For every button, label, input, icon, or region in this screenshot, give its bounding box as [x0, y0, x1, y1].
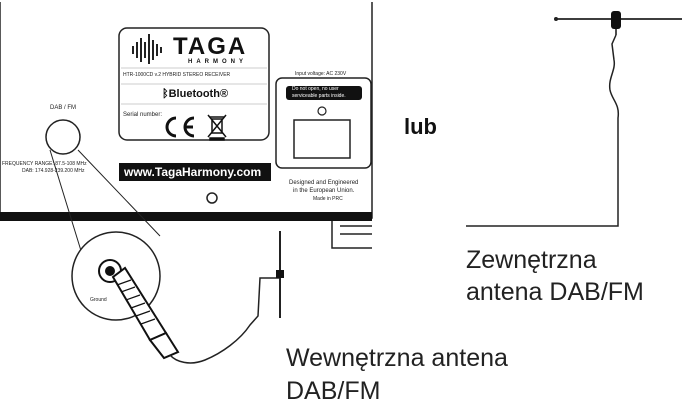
or-label: lub	[404, 114, 437, 139]
sticker-notice-1: Do not open, no user	[292, 86, 339, 92]
internal-label-1: Wewnętrzna antena	[286, 344, 508, 372]
model-line: HTR-1000CD v.2 HYBRID STEREO RECEIVER	[123, 72, 231, 78]
panel-side-step	[331, 221, 372, 249]
weee-bin-icon	[207, 114, 227, 141]
port-label: DAB / FM	[50, 105, 77, 111]
zoom-label: Ground	[90, 297, 107, 303]
sticker-notice-2: serviceable parts inside.	[292, 93, 346, 99]
bluetooth-icon: ᛒ	[162, 88, 169, 100]
sticker-top-text: Input voltage: AC 230V	[295, 71, 347, 77]
external-label-1: Zewnętrzna	[466, 246, 597, 274]
panel-bottom-bar	[0, 212, 372, 221]
warning-notice-box	[286, 86, 362, 100]
f-connector-icon	[98, 259, 180, 360]
serial-label: Serial number:	[123, 112, 163, 118]
brand-name: TAGA	[173, 33, 248, 60]
designed-line-2: in the European Union.	[293, 188, 355, 194]
freq-line-2: DAB: 174.928-239.200 MHz	[22, 168, 85, 174]
external-antenna-icon	[466, 11, 682, 227]
antenna-port	[45, 119, 81, 155]
sticker-window	[293, 119, 351, 159]
registered-mark: ®	[219, 88, 229, 100]
designed-line-1: Designed and Engineered	[289, 180, 359, 186]
website-banner	[119, 163, 271, 181]
internal-antenna-joint	[276, 270, 284, 278]
taga-logo-icon	[132, 34, 162, 64]
website-text: www.TagaHarmony.com	[124, 165, 262, 179]
internal-antenna-cable	[169, 277, 279, 364]
external-label-2: antena DAB/FM	[466, 278, 644, 306]
ce-mark-icon	[165, 116, 195, 138]
sticker-hole	[317, 106, 327, 116]
freq-line-1: FREQUENCY RANGE: 87.5-108 MHz	[2, 161, 87, 167]
designed-line-3: Made in PRC	[313, 196, 343, 202]
internal-label-2: DAB/FM	[286, 377, 381, 405]
brand-sub: HARMONY	[188, 59, 247, 65]
zoom-leader-lines	[49, 149, 161, 255]
panel-screw-hole	[206, 192, 218, 204]
bluetooth-logo: ᛒBluetooth®	[162, 88, 228, 100]
bluetooth-label: Bluetooth	[168, 88, 220, 100]
